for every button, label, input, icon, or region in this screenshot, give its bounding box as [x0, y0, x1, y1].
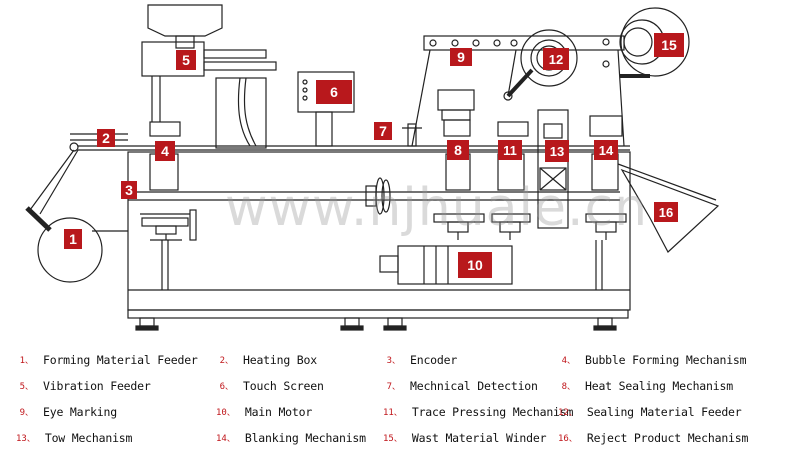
callout-5-text: 5 — [182, 52, 190, 68]
legend-number: 2 — [216, 355, 233, 366]
legend-number: 16 — [558, 433, 577, 444]
forming-material-roll — [37, 217, 103, 283]
legend-item-10: 10 Main Motor — [216, 404, 312, 420]
sealing-material-roll — [520, 29, 578, 87]
legend-item-4: 4 Bubble Forming Mechanism — [558, 352, 747, 368]
callout-4: 4 — [155, 141, 175, 161]
machine-feet — [135, 317, 617, 331]
callout-9-text: 9 — [457, 49, 465, 65]
callout-10: 10 — [458, 252, 492, 278]
legend-number: 4 — [558, 355, 575, 366]
legend-label: Heat Sealing Mechanism — [585, 379, 733, 393]
callout-14: 14 — [594, 140, 618, 160]
callout-5: 5 — [176, 50, 196, 70]
legend-item-16: 16 Reject Product Mechanism — [558, 430, 748, 446]
legend: 1Forming Material Feeder 2Heating Box 3E… — [0, 346, 800, 457]
legend-number: 9 — [16, 407, 33, 418]
callout-10-text: 10 — [467, 257, 483, 273]
machine-base — [127, 309, 629, 319]
waste-winder-roll — [620, 7, 690, 77]
legend-item-1: 1 Forming Material Feeder — [16, 352, 198, 368]
callout-1: 1 — [64, 229, 82, 249]
callout-7-text: 7 — [379, 123, 387, 139]
legend-item-12: 12 Sealing Material Feeder — [558, 404, 742, 420]
callout-12-text: 12 — [549, 52, 563, 67]
legend-label: Reject Product Mechanism — [586, 431, 749, 445]
legend-item-8: 8 Heat Sealing Mechanism — [558, 378, 734, 394]
legend-item-6: 6 Touch Screen — [216, 378, 324, 394]
legend-item-11: 11 Trace Pressing Mechanism — [383, 404, 573, 420]
callout-1-text: 1 — [69, 231, 77, 247]
legend-number: 3 — [383, 355, 400, 366]
legend-number: 13 — [16, 433, 35, 444]
main-motor — [397, 245, 513, 285]
legend-number: 8 — [558, 381, 575, 392]
callout-12: 12 — [543, 48, 569, 70]
callout-6-text: 6 — [330, 84, 338, 100]
legend-label: Eye Marking — [43, 405, 117, 419]
legend-number: 14 — [216, 433, 235, 444]
legend-label: Wast Material Winder — [411, 431, 547, 445]
callout-14-text: 14 — [599, 143, 614, 158]
legend-label: Encoder — [410, 353, 458, 367]
legend-label: Main Motor — [244, 405, 313, 419]
callout-11-text: 11 — [503, 143, 517, 158]
legend-item-3: 3 Encoder — [383, 352, 458, 368]
reject-chute — [620, 168, 720, 253]
legend-label: Tow Mechanism — [44, 431, 133, 445]
legend-item-15: 15 Wast Material Winder — [383, 430, 547, 446]
callout-7: 7 — [374, 122, 392, 140]
legend-number: 15 — [383, 433, 402, 444]
legend-item-5: 5 Vibration Feeder — [16, 378, 151, 394]
callout-15: 15 — [654, 33, 684, 57]
legend-label: Forming Material Feeder — [43, 353, 198, 367]
callout-13-text: 13 — [550, 144, 564, 159]
legend-number: 6 — [216, 381, 233, 392]
legend-number: 11 — [383, 407, 402, 418]
legend-number: 1 — [16, 355, 33, 366]
legend-label: Bubble Forming Mechanism — [585, 353, 747, 367]
legend-number: 10 — [216, 407, 235, 418]
legend-item-9: 9 Eye Marking — [16, 404, 118, 420]
legend-label: Touch Screen — [243, 379, 324, 393]
callout-8-text: 8 — [454, 142, 462, 158]
legend-item-2: 2 Heating Box — [216, 352, 318, 368]
callout-15-text: 15 — [661, 37, 677, 53]
callout-9: 9 — [450, 48, 472, 66]
callout-13: 13 — [545, 140, 569, 162]
legend-number: 12 — [558, 407, 577, 418]
callout-8: 8 — [447, 140, 469, 160]
legend-label: Heating Box — [243, 353, 317, 367]
legend-item-14: 14 Blanking Mechanism — [216, 430, 366, 446]
machine-frame — [127, 151, 631, 311]
hopper — [147, 4, 223, 37]
callout-3-text: 3 — [125, 182, 133, 198]
legend-item-13: 13 Tow Mechanism — [16, 430, 132, 446]
callout-6: 6 — [316, 80, 352, 104]
legend-number: 5 — [16, 381, 33, 392]
callout-16-text: 16 — [659, 205, 673, 220]
legend-item-7: 7 Mechnical Detection — [383, 378, 538, 394]
legend-label: Sealing Material Feeder — [586, 405, 742, 419]
legend-label: Trace Pressing Mechanism — [411, 405, 574, 419]
legend-number: 7 — [383, 381, 400, 392]
callout-2-text: 2 — [102, 130, 110, 146]
legend-label: Mechnical Detection — [410, 379, 538, 393]
callout-16: 16 — [654, 202, 678, 222]
callout-4-text: 4 — [161, 143, 169, 159]
callout-11: 11 — [498, 140, 522, 160]
legend-label: Vibration Feeder — [43, 379, 151, 393]
callout-3: 3 — [121, 181, 137, 199]
legend-label: Blanking Mechanism — [244, 431, 366, 445]
callout-2: 2 — [97, 129, 115, 147]
machine-drawing — [25, 4, 720, 331]
vibration-feeder-box — [141, 41, 205, 77]
